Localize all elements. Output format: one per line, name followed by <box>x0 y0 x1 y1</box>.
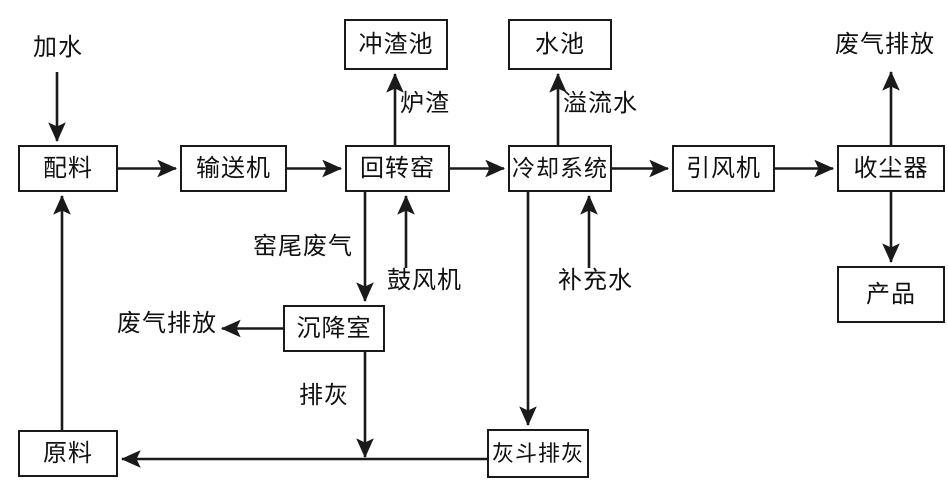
node-peiliao[interactable]: 配料 <box>18 145 118 192</box>
node-label-yuanliao: 原料 <box>43 440 93 467</box>
node-label-huizhuanyao: 回转窑 <box>360 155 435 182</box>
node-yinfengji[interactable]: 引风机 <box>672 145 775 192</box>
node-label-chenjiangshi: 沉降室 <box>296 315 372 342</box>
node-label-shouchenqi: 收尘器 <box>853 155 929 182</box>
node-label-lengque-xitong: 冷却系统 <box>512 156 608 181</box>
node-chanpin[interactable]: 产品 <box>837 266 945 323</box>
label-jiashui: 加水 <box>33 35 83 61</box>
connector-group-arrows <box>48 70 900 468</box>
label-yaowei-feiqi: 窑尾废气 <box>253 234 353 260</box>
node-huidou-paihui[interactable]: 灰斗排灰 <box>487 429 589 478</box>
node-huizhuanyao[interactable]: 回转窑 <box>345 145 450 192</box>
node-yuanliao[interactable]: 原料 <box>18 430 118 477</box>
node-label-shuichi: 水池 <box>535 31 585 58</box>
node-label-chanpin: 产品 <box>866 281 916 308</box>
node-chongzhachi[interactable]: 冲渣池 <box>344 19 448 70</box>
node-label-shusongji: 输送机 <box>196 155 271 182</box>
node-chenjiangshi[interactable]: 沉降室 <box>283 305 385 352</box>
label-feiqi-paifang-top: 废气排放 <box>835 32 935 58</box>
node-label-chongzhachi: 冲渣池 <box>358 31 434 58</box>
label-paihui: 排灰 <box>299 383 349 409</box>
node-shouchenqi[interactable]: 收尘器 <box>837 145 945 192</box>
node-shusongji[interactable]: 输送机 <box>180 145 287 192</box>
label-feiqi-paifang-left: 废气排放 <box>117 311 217 337</box>
label-luzha: 炉渣 <box>400 91 450 117</box>
label-yiliushui: 溢流水 <box>563 91 638 117</box>
node-label-peiliao: 配料 <box>43 155 93 182</box>
node-label-huidou-paihui: 灰斗排灰 <box>491 440 584 466</box>
label-buchongshui: 补充水 <box>558 268 633 294</box>
node-lengque-xitong[interactable]: 冷却系统 <box>508 145 612 192</box>
node-shuichi[interactable]: 水池 <box>508 19 612 70</box>
label-gufengji: 鼓风机 <box>387 268 462 294</box>
node-label-yinfengji: 引风机 <box>686 155 761 182</box>
